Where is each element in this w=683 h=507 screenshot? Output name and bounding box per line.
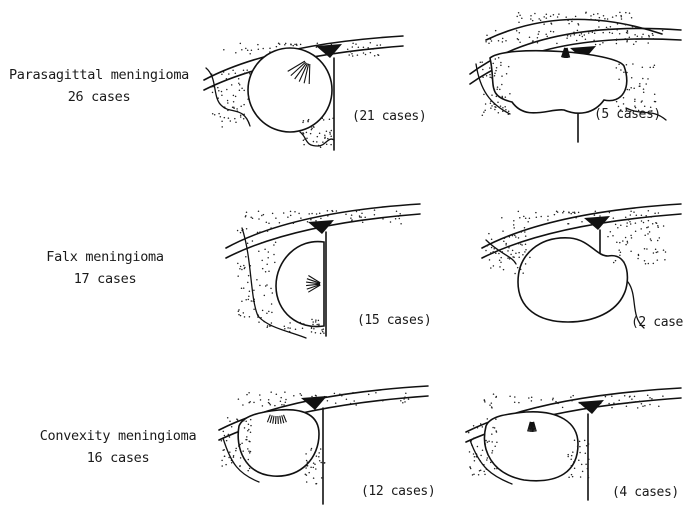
case-label-falx-halfmoon: (15 cases)	[357, 313, 431, 328]
row-count: 17 cases	[20, 268, 190, 290]
row-label-falx: Falx meningioma 17 cases	[20, 246, 190, 290]
brain-surface-edge	[300, 132, 334, 146]
case-label-falx-bilateral: (2 cases	[631, 315, 683, 330]
row-label-convexity: Convexity meningioma 16 cases	[33, 425, 203, 469]
row-count: 16 cases	[33, 447, 203, 469]
case-label-convexity-lobulated: (4 cases)	[612, 485, 679, 500]
row-label-parasagittal: Parasagittal meningioma 26 cases	[4, 64, 194, 108]
case-label-convexity-round: (12 cases)	[361, 484, 435, 499]
brain-surface-edge	[486, 240, 516, 264]
row-title: Convexity meningioma	[33, 425, 203, 447]
row-title: Falx meningioma	[20, 246, 190, 268]
case-label-parasagittal-round: (21 cases)	[352, 109, 426, 124]
stipple-dots	[484, 393, 664, 408]
sagittal-sinus	[308, 220, 334, 234]
row-title: Parasagittal meningioma	[4, 64, 194, 86]
radiating-vessels	[562, 48, 570, 58]
tumor-mass	[490, 51, 627, 114]
stipple-dots	[485, 30, 663, 45]
tumor-mass	[248, 48, 332, 132]
brain-surface-edge	[206, 68, 250, 126]
case-label-parasagittal-lobulated: (5 cases)	[594, 107, 661, 122]
illustration-parasagittal-lobulated	[466, 4, 683, 149]
illustration-parasagittal-round	[200, 28, 405, 153]
hyperostosis-outline	[486, 19, 662, 40]
tumor-mass	[518, 238, 627, 322]
row-count: 26 cases	[4, 86, 194, 108]
stipple-dots	[501, 210, 659, 225]
